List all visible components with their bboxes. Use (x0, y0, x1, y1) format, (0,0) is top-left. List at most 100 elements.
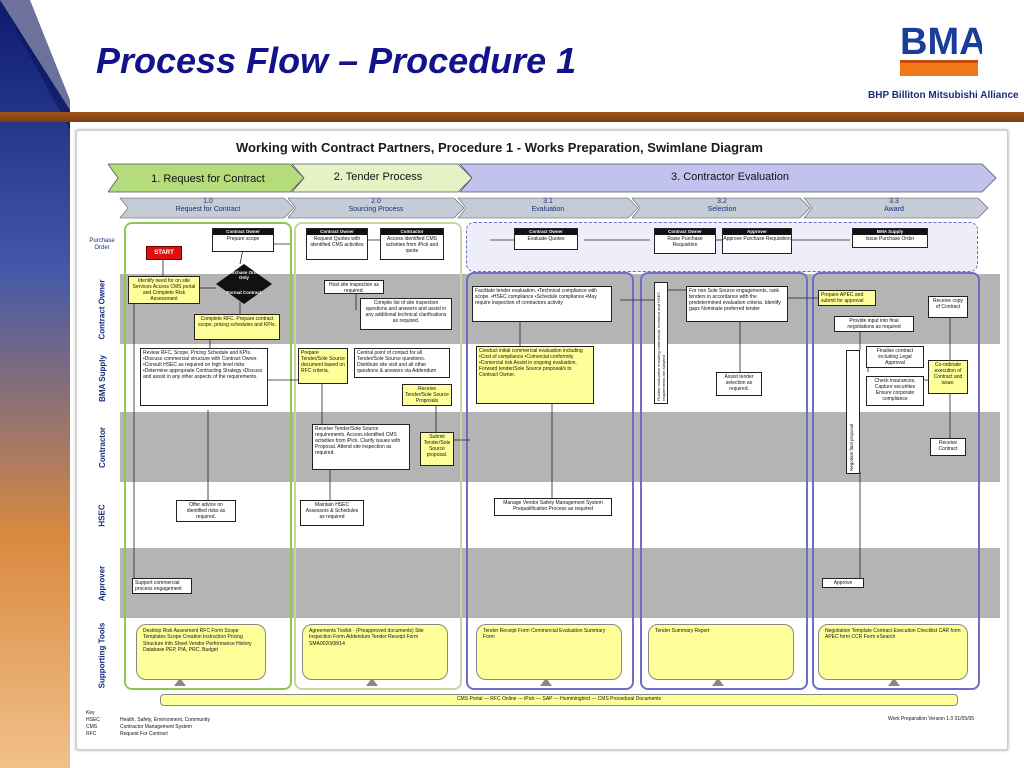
step-label: Evaluation (531, 206, 565, 214)
box-review-rfc: Review RFC, Scope, Pricing Schedule and … (140, 348, 268, 406)
lane-label-text: BMA Supply (97, 354, 107, 402)
key-desc-hsec: Health, Safety, Environment, Community (120, 717, 210, 723)
lane-label-text: Contractor (97, 426, 107, 468)
box-identify-need: Identify need for on site Services Acces… (128, 276, 200, 304)
box-host-site: Host site inspection as required. (324, 280, 384, 294)
po-text: Evaluate Quotes (527, 236, 565, 242)
box-provide-input: Provide input into final negotiations as… (834, 316, 914, 332)
po-text: Access identified CMS activities from iP… (385, 236, 439, 254)
tools-evaluation: Tender Receipt Form Commercial Evaluatio… (476, 624, 622, 680)
box-facilitate: Facilitate tender evaluation. •Technical… (472, 286, 612, 322)
po-role: Contract Owner (515, 229, 577, 235)
step-label: Sourcing Process (348, 206, 404, 214)
po-text: Prepare scope (226, 236, 260, 242)
po-role: Contract Owner (307, 229, 367, 235)
finalise-evaluation-text: Finalise evaluation ensuring commercial,… (656, 291, 666, 401)
box-conduct-initial: Conduct initial commercial evaluation in… (476, 346, 594, 404)
logo-text: BMA (900, 21, 982, 63)
box-receive-copy: Receive copy of Contract (928, 296, 968, 318)
box-receive-tender: Receive Tender/Sole Source Proposals (402, 384, 452, 406)
key-abbr-rfc: RFC (86, 731, 97, 737)
lane-label-text: Approver (97, 565, 107, 601)
left-decoration (0, 0, 70, 768)
diagram-title: Working with Contract Partners, Procedur… (236, 140, 763, 155)
box-finalise-contract: Finalise contract including Legal Approv… (866, 346, 924, 368)
decision-diamond (216, 264, 272, 304)
tools-sourcing: Agreements Toolkit - (Preapproved docume… (302, 624, 448, 680)
box-finalise-evaluation: Finalise evaluation ensuring commercial,… (654, 282, 668, 404)
step-label: Request for Contract (175, 206, 241, 214)
key-abbr-hsec: HSEC (86, 717, 100, 723)
box-receive-contract: Receive Contract (930, 438, 966, 456)
step-num: 3.1 (543, 198, 553, 205)
step-num: 2.0 (371, 198, 381, 205)
po-text: Request Quotes with identified CMS activ… (310, 236, 364, 248)
phase-banners (108, 163, 997, 219)
po-role: Contract Owner (213, 229, 273, 235)
phase-3: 3. Contractor Evaluation (670, 171, 789, 183)
lane-label-text: Contract Owner (97, 278, 107, 340)
box-check-insurances: Check insurances, Capture securities Ens… (866, 376, 924, 406)
lane-label-text: Supporting Tools (97, 622, 107, 688)
box-central-point: Central point of contact for all Tender/… (354, 348, 450, 378)
key-title: Key (86, 710, 95, 716)
column-3-2-outline (640, 272, 808, 690)
start-marker: START (146, 246, 182, 260)
box-prepare-tender: Prepare Tender/Sole Source document base… (298, 348, 348, 384)
box-manage-vendor: Manage Vendor Safety Management System P… (494, 498, 612, 516)
column-1-outline (124, 222, 292, 690)
title-underline-band (0, 112, 1024, 122)
step-num: 1.0 (203, 198, 213, 205)
po-text: Raise Purchase Requisition (667, 236, 703, 248)
po-role: Approver (723, 229, 791, 235)
lane-label-supporting-tools: Supporting Tools (84, 618, 120, 692)
box-compile-list: Compile list of site inspection question… (360, 298, 452, 330)
cms-systems-bar: CMS Portal --- RFC Online --- iPick --- … (160, 694, 958, 706)
box-non-sole-source: For non Sole Source engagements, rank te… (686, 286, 788, 322)
po-text: Issue Purchase Order (865, 236, 915, 242)
phase-1: 1. Request for Contract (151, 173, 265, 185)
decision-no-label: Formal Contract (226, 290, 262, 295)
lane-label-contractor: Contractor (84, 412, 120, 482)
version-note: Work Preparation Version 1.0 01/05/05 (888, 716, 975, 722)
column-2-outline (294, 222, 462, 690)
box-offer-advice: Offer advice on identified risks as requ… (176, 500, 236, 522)
box-assist-selection: Assist tender selection as required. (716, 372, 762, 396)
lane-label-contract-owner: Contract Owner (84, 274, 120, 344)
box-prepare-apec: Prepare APEC and submit for approval (818, 290, 876, 306)
box-support-commercial: Support commercial process engagement (132, 578, 192, 594)
key-desc-cms: Contractor Management System (120, 724, 192, 730)
step-label: Selection (707, 206, 737, 214)
key-desc-rfc: Request For Contract (120, 731, 168, 737)
tools-award: Negotiation Template Contract Execution … (818, 624, 968, 680)
lane-label-hsec: HSEC (84, 482, 120, 548)
po-role: Contractor (381, 229, 443, 235)
po-role: BMA Supply (853, 229, 927, 235)
bma-logo: BMA (898, 14, 987, 85)
lane-label-text: HSEC (97, 503, 107, 527)
decision-label: Purchase Order Only (227, 270, 261, 281)
column-3-1-outline (466, 272, 634, 690)
lane-label-bma-supply: BMA Supply (84, 344, 120, 412)
box-receive-requirements: Receive Tender/Sole Source requirements.… (312, 424, 410, 470)
step-label: Award (884, 206, 904, 214)
key-abbr-cms: CMS (86, 724, 98, 730)
box-submit-tender: Submit Tender/Sole Source proposal. (420, 432, 454, 466)
po-role: Contract Owner (655, 229, 715, 235)
step-num: 3.3 (889, 198, 899, 205)
lane-label-approver: Approver (84, 548, 120, 618)
box-maintain-hsec: Maintain HSEC Assessors & Schedules as r… (300, 500, 364, 526)
po-text: Approve Purchase Requisition (723, 236, 791, 242)
box-approve: Approve (822, 578, 864, 588)
tools-request-for-contract: Desktop Risk Assesment RFC Form Scope Te… (136, 624, 266, 680)
logo-subtitle: BHP Billiton Mitsubishi Alliance (868, 90, 1019, 101)
box-complete-rfc: Complete RFC. Prepare contract scope, pr… (194, 314, 280, 340)
lane-label-purchase-order: Purchase Order (89, 238, 115, 252)
column-3-3-outline (812, 272, 980, 690)
box-coordinate-execution: Co-ordinate execution of Contract and is… (928, 360, 968, 394)
